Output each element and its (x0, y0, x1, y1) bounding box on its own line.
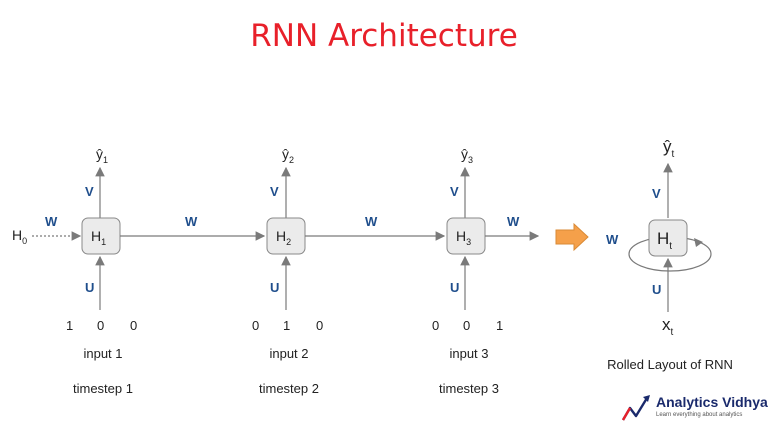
rolled-weight-u-label: U (652, 282, 661, 297)
weight-w-label-0: W (45, 214, 58, 229)
weight-u-label-1: U (85, 280, 94, 295)
rolled-hidden-node (648, 219, 688, 257)
page-title: RNN Architecture (250, 18, 518, 54)
rolled-loop-arrowhead (694, 238, 703, 247)
weight-w-label-2: W (365, 214, 378, 229)
hidden-node-label-3: H3 (456, 228, 471, 247)
timestep-2: ŷ2 V H2 U 0 1 0 (252, 146, 323, 333)
output-label-3: ŷ3 (461, 146, 473, 165)
input-vector-3-0: 0 (432, 318, 439, 333)
rolled-weight-v-label: V (652, 186, 661, 201)
input-vector-1-1: 0 (97, 318, 104, 333)
logo-name: Analytics Vidhya (656, 394, 768, 410)
timestep-label-3: timestep 3 (439, 381, 499, 396)
output-label-1: ŷ1 (96, 146, 108, 165)
input-label-3: input 3 (449, 346, 489, 361)
analytics-vidhya-logo: Analytics Vidhya Learn everything about … (620, 392, 768, 428)
rolled-rnn: ŷt V Ht W U xt (606, 137, 712, 338)
weight-v-label-1: V (85, 184, 94, 199)
rolled-hidden-label: Ht (657, 229, 672, 252)
rolled-input-label: xt (662, 315, 674, 338)
input-vector-3-1: 0 (463, 318, 470, 333)
rolled-output-label: ŷt (663, 137, 675, 160)
input-vector-3-2: 1 (496, 318, 503, 333)
rolled-weight-w-label: W (606, 232, 619, 247)
input-label-2: input 2 (269, 346, 309, 361)
weight-v-label-2: V (270, 184, 279, 199)
input-vector-1-0: 1 (66, 318, 73, 333)
timestep-1: ŷ1 V H1 U 1 0 0 (66, 146, 137, 333)
initial-state-label: H0 (12, 227, 27, 246)
input-vector-2-0: 0 (252, 318, 259, 333)
transition-arrow-icon (555, 222, 589, 252)
logo-tagline: Learn everything about analytics (656, 412, 743, 418)
weight-u-label-3: U (450, 280, 459, 295)
input-vector-1-2: 0 (130, 318, 137, 333)
rolled-layout-caption: Rolled Layout of RNN (607, 357, 733, 372)
timestep-label-2: timestep 2 (259, 381, 319, 396)
weight-u-label-2: U (270, 280, 279, 295)
input-vector-2-2: 0 (316, 318, 323, 333)
weight-w-label-3: W (507, 214, 520, 229)
input-label-1: input 1 (83, 346, 123, 361)
output-label-2: ŷ2 (282, 146, 294, 165)
input-vector-2-1: 1 (283, 318, 290, 333)
trend-line-icon (621, 395, 650, 421)
hidden-node-label-1: H1 (91, 228, 106, 247)
timestep-3: ŷ3 V H3 U 0 0 1 (432, 146, 503, 333)
weight-v-label-3: V (450, 184, 459, 199)
timestep-label-1: timestep 1 (73, 381, 133, 396)
weight-w-label-1: W (185, 214, 198, 229)
hidden-node-label-2: H2 (276, 228, 291, 247)
